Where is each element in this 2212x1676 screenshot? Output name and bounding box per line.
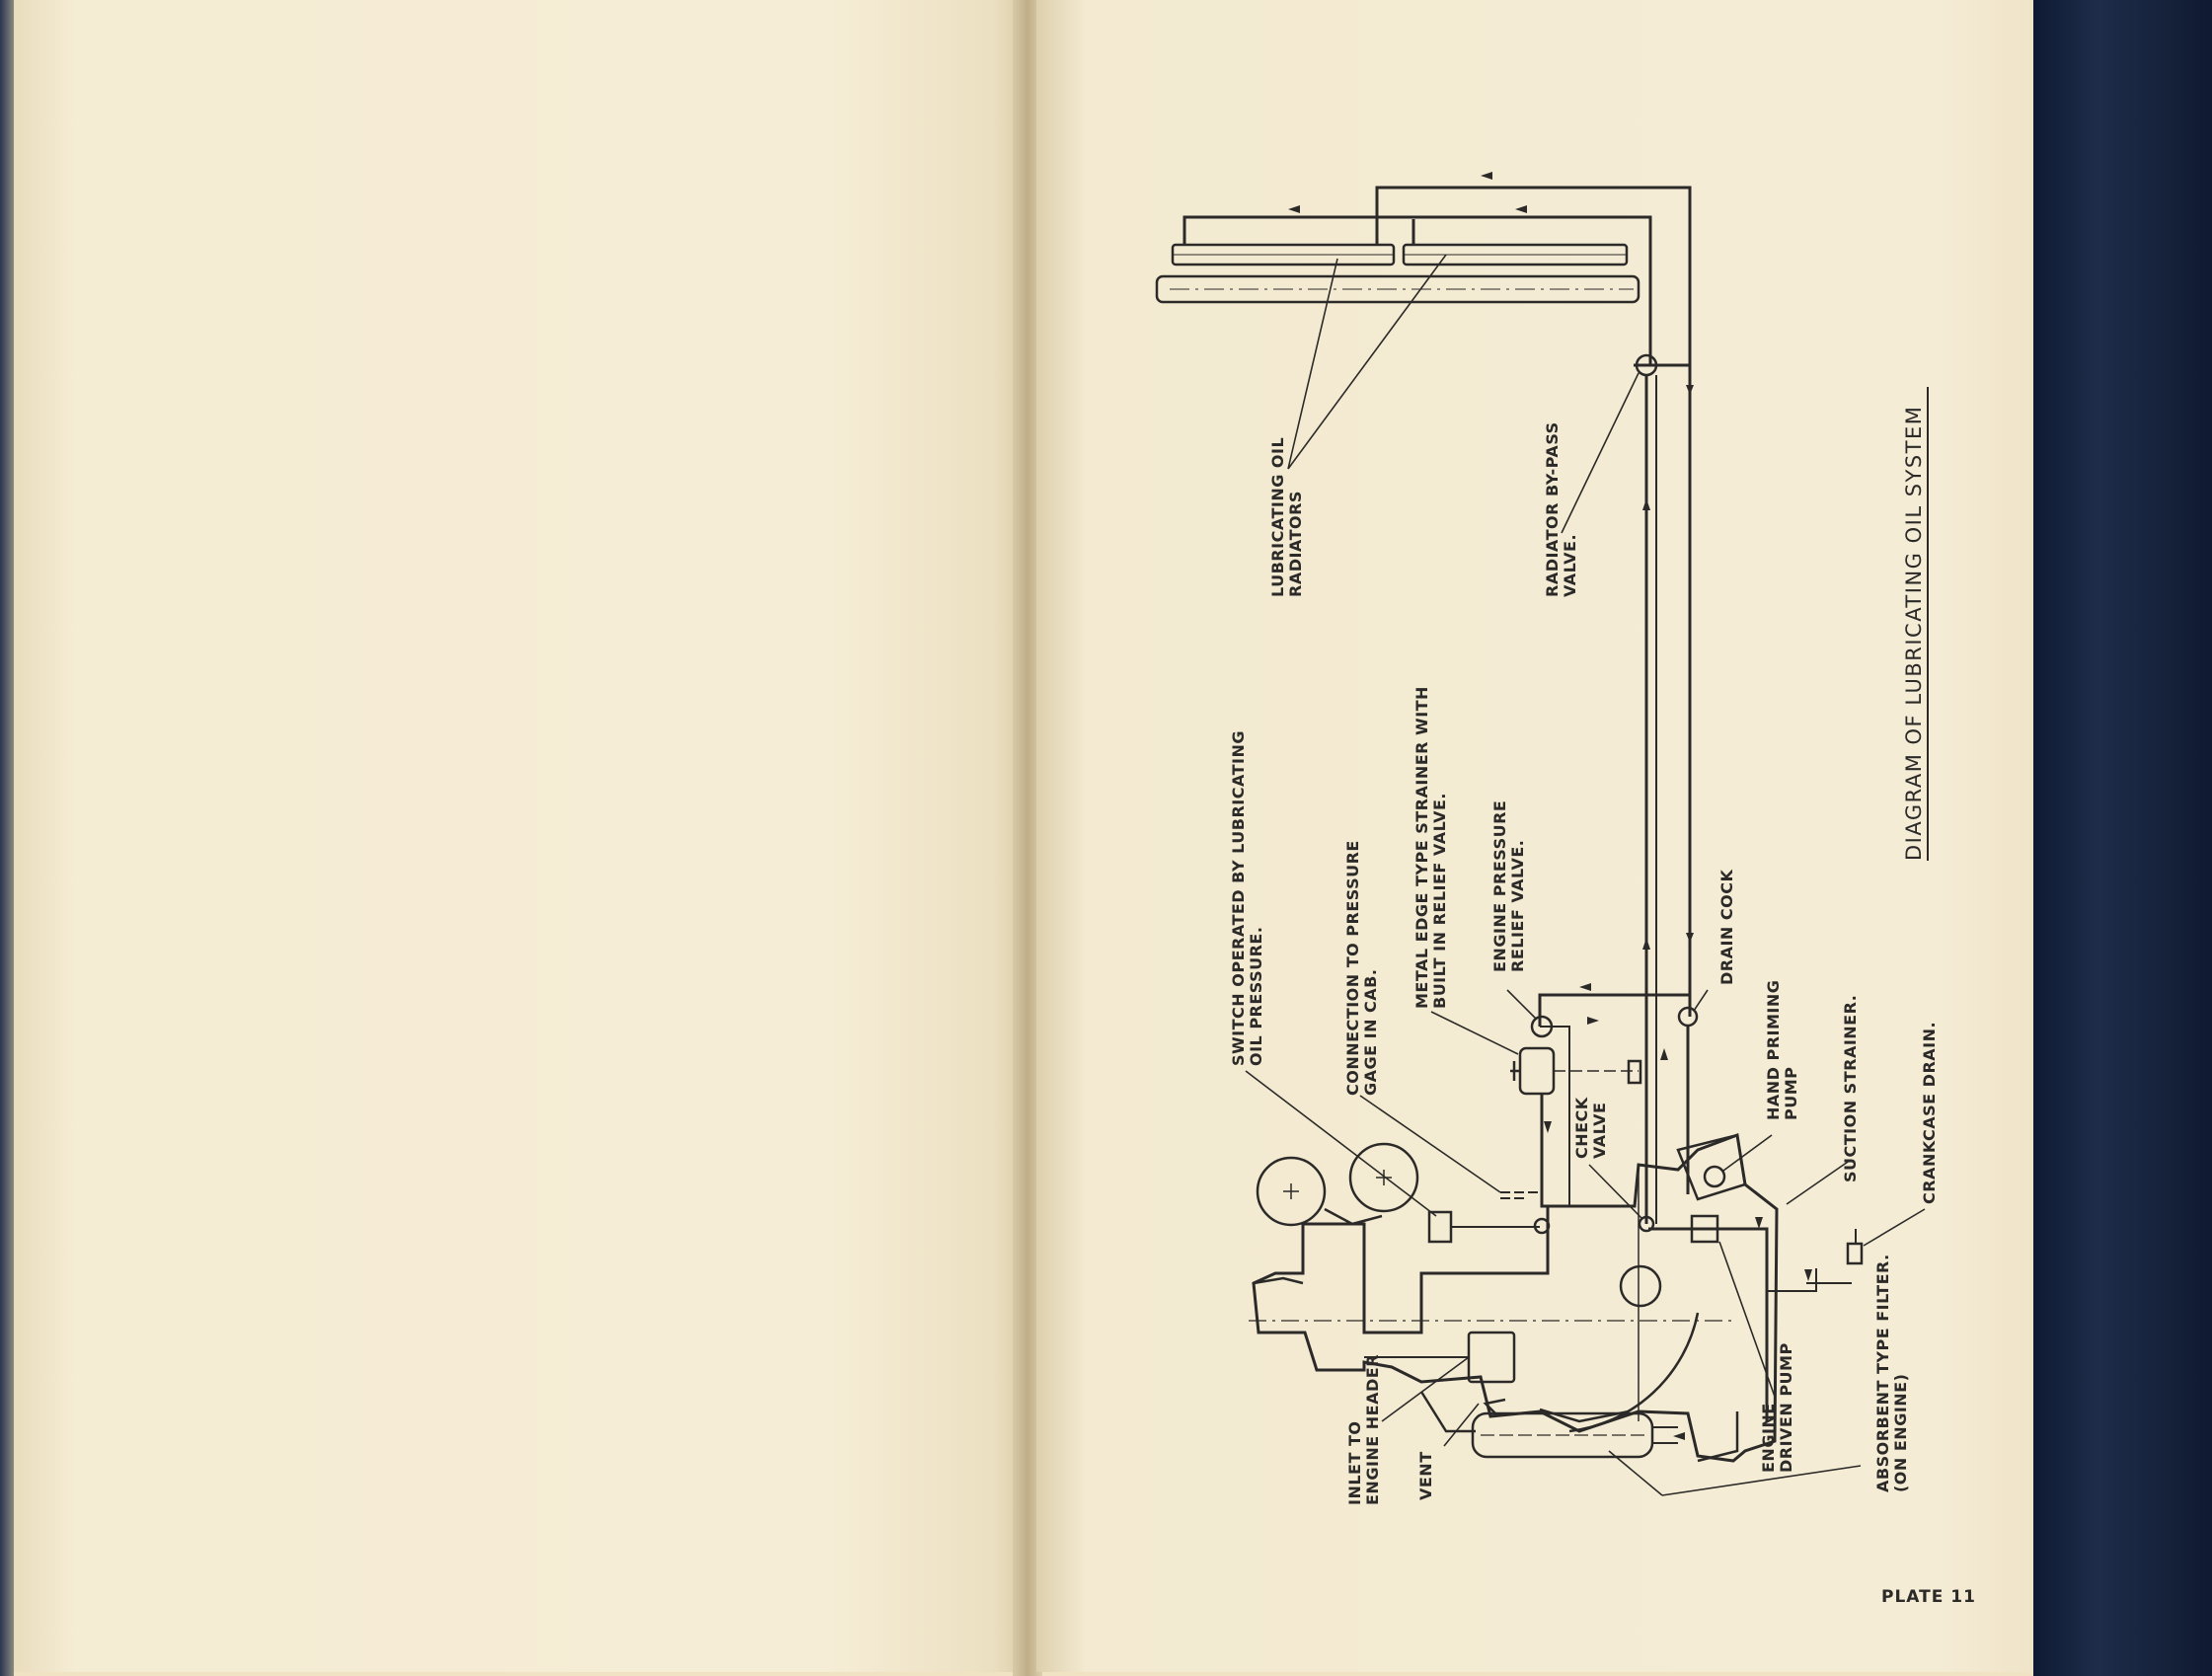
svg-text:OIL PRESSURE.: OIL PRESSURE. <box>1247 927 1265 1066</box>
radiator-long-panel <box>1155 274 1640 304</box>
label-connection-pressure-gage: CONNECTION TO PRESSURE GAGE IN CAB. <box>1343 840 1380 1096</box>
svg-text:BUILT IN RELIEF VALVE.: BUILT IN RELIEF VALVE. <box>1430 793 1449 1009</box>
crankshaft <box>1619 1264 1662 1308</box>
svg-text:VALVE.: VALVE. <box>1561 534 1579 597</box>
svg-text:HAND PRIMING: HAND PRIMING <box>1764 980 1783 1120</box>
hand-priming-pump <box>1676 1133 1747 1201</box>
engine-header-inlet <box>1467 1331 1516 1384</box>
suction-strainer <box>1690 1214 1719 1244</box>
left-page-blank <box>14 0 1032 1672</box>
svg-text:RADIATORS: RADIATORS <box>1286 491 1305 597</box>
engine-block <box>1252 1132 1779 1463</box>
svg-text:RELIEF VALVE.: RELIEF VALVE. <box>1508 840 1527 972</box>
svg-text:VALVE: VALVE <box>1590 1103 1609 1159</box>
plate-number: PLATE 11 <box>1881 1587 1976 1607</box>
svg-text:SWITCH OPERATED BY LUBRICATING: SWITCH OPERATED BY LUBRICATING <box>1229 730 1248 1066</box>
label-vent: VENT <box>1416 1451 1435 1500</box>
check-valve <box>1638 1215 1655 1233</box>
diagram-title: DIAGRAM OF LUBRICATING OIL SYSTEM <box>1902 387 1929 861</box>
svg-text:VENT: VENT <box>1416 1451 1435 1500</box>
svg-text:DRAIN COCK: DRAIN COCK <box>1717 870 1736 985</box>
svg-text:GAGE IN CAB.: GAGE IN CAB. <box>1361 969 1380 1096</box>
label-inlet-engine-header: INLET TO ENGINE HEADER <box>1345 1354 1382 1505</box>
svg-text:ENGINE HEADER: ENGINE HEADER <box>1363 1354 1382 1505</box>
svg-text:ENGINE PRESSURE: ENGINE PRESSURE <box>1490 800 1509 972</box>
svg-text:RADIATOR BY-PASS: RADIATOR BY-PASS <box>1543 421 1562 597</box>
drain-cock <box>1677 1006 1699 1028</box>
svg-text:DIAGRAM OF LUBRICATING OIL SYS: DIAGRAM OF LUBRICATING OIL SYSTEM <box>1902 406 1926 861</box>
blower-circle-right <box>1348 1142 1419 1213</box>
label-metal-edge-strainer: METAL EDGE TYPE STRAINER WITH BUILT IN R… <box>1412 686 1449 1009</box>
svg-text:ENGINE: ENGINE <box>1759 1403 1778 1473</box>
label-engine-pressure-relief: ENGINE PRESSURE RELIEF VALVE. <box>1490 800 1527 972</box>
svg-text:CONNECTION TO PRESSURE: CONNECTION TO PRESSURE <box>1343 840 1362 1096</box>
svg-text:CHECK: CHECK <box>1572 1097 1591 1159</box>
svg-text:SUCTION STRAINER.: SUCTION STRAINER. <box>1841 995 1860 1182</box>
blower-circle-left <box>1256 1156 1327 1227</box>
svg-text:PUMP: PUMP <box>1782 1067 1800 1120</box>
right-page <box>1036 0 2035 1672</box>
svg-text:LUBRICATING OIL: LUBRICATING OIL <box>1268 437 1287 597</box>
label-absorbent-filter: ABSORBENT TYPE FILTER. (ON ENGINE) <box>1873 1254 1910 1492</box>
label-switch-oil-pressure: SWITCH OPERATED BY LUBRICATING OIL PRESS… <box>1229 730 1265 1066</box>
label-crankcase-drain: CRANKCASE DRAIN. <box>1920 1022 1939 1204</box>
metal-edge-strainer <box>1518 1046 1556 1096</box>
svg-text:DRIVEN PUMP: DRIVEN PUMP <box>1777 1342 1795 1473</box>
label-hand-priming-pump: HAND PRIMING PUMP <box>1764 980 1800 1120</box>
svg-text:ABSORBENT TYPE FILTER.: ABSORBENT TYPE FILTER. <box>1873 1254 1892 1492</box>
svg-text:METAL EDGE TYPE STRAINER WITH: METAL EDGE TYPE STRAINER WITH <box>1412 686 1431 1009</box>
svg-text:INLET TO: INLET TO <box>1345 1421 1364 1505</box>
book-left-edge <box>0 0 14 1676</box>
label-radiator-bypass-valve: RADIATOR BY-PASS VALVE. <box>1543 421 1579 597</box>
label-check-valve: CHECK VALVE <box>1572 1097 1609 1159</box>
label-lubricating-oil-radiators: LUBRICATING OIL RADIATORS <box>1268 437 1305 597</box>
label-drain-cock: DRAIN COCK <box>1717 870 1736 985</box>
absorbent-filter <box>1471 1411 1654 1459</box>
label-suction-strainer: SUCTION STRAINER. <box>1841 995 1860 1182</box>
label-engine-driven-pump: ENGINE DRIVEN PUMP <box>1759 1342 1795 1473</box>
crankcase-drain-valve <box>1846 1242 1864 1265</box>
pressure-switch <box>1427 1210 1453 1244</box>
svg-text:CRANKCASE DRAIN.: CRANKCASE DRAIN. <box>1920 1022 1939 1204</box>
book-cover-edge <box>2033 0 2212 1676</box>
svg-text:(ON ENGINE): (ON ENGINE) <box>1891 1374 1910 1492</box>
